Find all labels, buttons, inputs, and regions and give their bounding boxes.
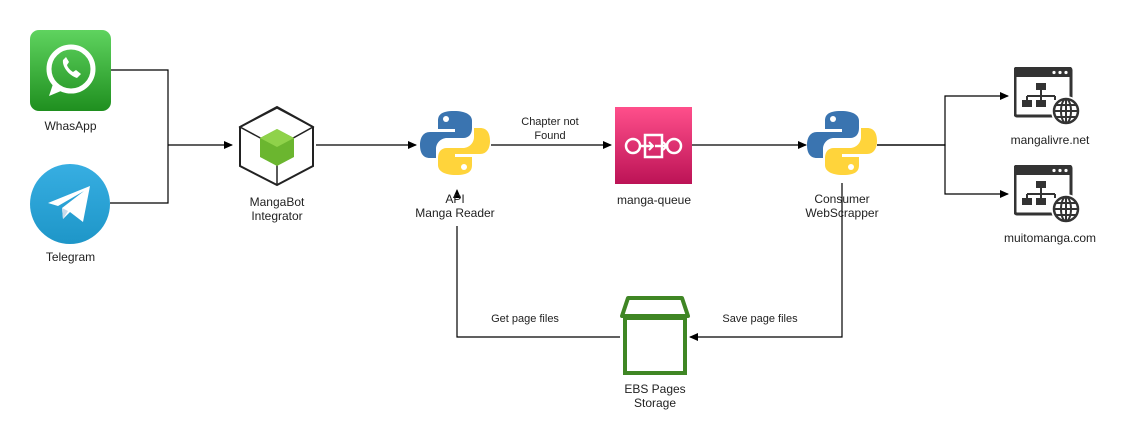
edges (110, 69, 1009, 341)
edge-telegram-to-junction (110, 145, 169, 204)
storage-label: EBS Pages Storage (605, 382, 705, 410)
save-page-files-label: Save page files (722, 313, 798, 325)
site2-label: muitomanga.com (1003, 231, 1097, 245)
consumer-label-line2: WebScrapper (805, 206, 879, 220)
chapter-not-found-label: Chapter not Found (500, 115, 600, 143)
edge-consumer-to-site1 (877, 92, 1009, 146)
consumer-label: Consumer WebScrapper (786, 192, 898, 220)
edge-consumer-to-storage (689, 183, 843, 341)
chapter-not-found-line2: Found (534, 130, 566, 142)
edge-storage-to-api (456, 226, 620, 338)
website-icon (1014, 165, 1083, 225)
integrator-label-line1: MangaBot (249, 195, 305, 209)
site1-label: mangalivre.net (1010, 133, 1090, 147)
edge-consumer-to-site2 (877, 144, 1009, 198)
storage-icon (620, 296, 690, 375)
whatsapp-icon (30, 30, 111, 111)
api-label: API Manga Reader (400, 192, 510, 220)
api-label-line1: API (445, 192, 465, 206)
queue-icon (615, 107, 692, 184)
telegram-icon (30, 164, 110, 244)
node-hexagon-icon (238, 105, 315, 187)
storage-label-line2: Storage (633, 396, 677, 410)
edge-whatsapp-to-junction (110, 69, 169, 145)
telegram-label: Telegram (45, 250, 96, 264)
api-label-line2: Manga Reader (415, 206, 495, 220)
storage-label-line1: EBS Pages (624, 382, 686, 396)
python-icon (807, 111, 877, 175)
python-icon (420, 111, 490, 175)
chapter-not-found-line1: Chapter not (521, 116, 579, 128)
consumer-label-line1: Consumer (814, 192, 870, 206)
integrator-label: MangaBot Integrator (226, 195, 328, 223)
whatsapp-label: WhasApp (44, 119, 97, 133)
queue-label: manga-queue (616, 193, 692, 207)
get-page-files-label: Get page files (491, 313, 559, 325)
integrator-label-line2: Integrator (251, 209, 303, 223)
website-icon (1014, 67, 1083, 127)
